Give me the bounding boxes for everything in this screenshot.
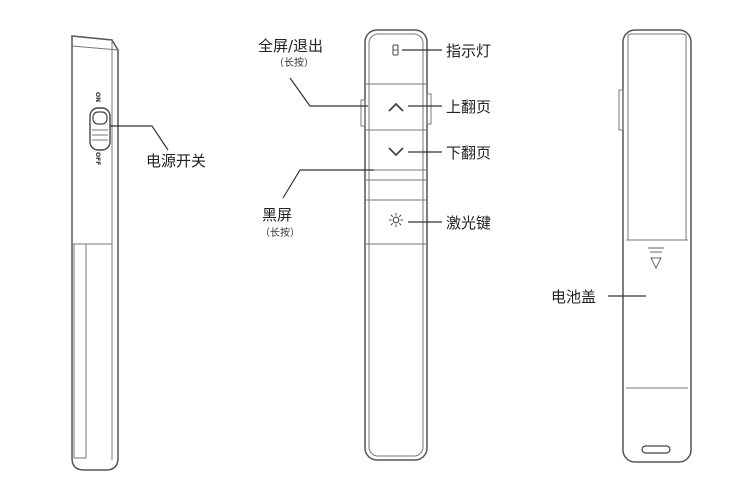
page-down-label: 下翻页 (446, 144, 491, 162)
front-side-nub-left (360, 99, 366, 127)
switch-off-mark: OFF (94, 152, 101, 165)
back-inner-outline (627, 33, 687, 240)
front-view-body (364, 29, 428, 461)
side-top-edge (71, 45, 119, 51)
fullscreen-label: 全屏/退出 (258, 37, 323, 55)
back-bottom-slot (641, 445, 671, 454)
black-screen-label: 黑屏 (262, 206, 292, 224)
chevron-down-icon (388, 147, 404, 157)
power-switch-leader (110, 125, 169, 151)
chevron-up-icon (388, 102, 404, 112)
triangle-arrow-icon (648, 247, 664, 270)
battery-cover-label: 电池盖 (551, 288, 596, 306)
back-side-nub (618, 89, 624, 131)
laser-key-label: 激光键 (446, 214, 491, 232)
laser-sun-icon (389, 213, 403, 227)
back-view-body (622, 29, 692, 463)
back-view: 电池盖 (551, 29, 692, 463)
front-view: 全屏/退出 （长按） 指示灯 上翻页 下翻页 黑屏 （长按） 激光键 (258, 29, 491, 461)
power-switch-knob (92, 111, 108, 125)
fullscreen-leader (289, 77, 368, 107)
front-side-nub-right (426, 93, 432, 125)
black-screen-hint: （长按） (260, 226, 300, 239)
page-up-label: 上翻页 (446, 98, 491, 116)
power-switch-label: 电源开关 (146, 152, 206, 170)
front-inner-outline (368, 33, 424, 457)
switch-on-mark: ON (94, 92, 101, 102)
fullscreen-hint: （长按） (274, 56, 314, 69)
indicator-label: 指示灯 (446, 42, 491, 60)
black-screen-leader (282, 169, 374, 199)
side-view: ON OFF 电源开关 (71, 35, 206, 471)
